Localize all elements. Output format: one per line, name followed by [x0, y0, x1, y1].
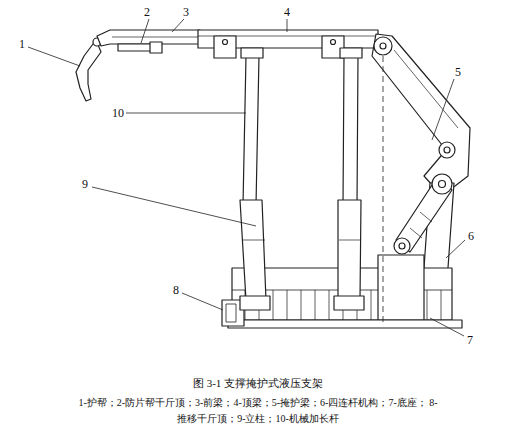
extension-rod	[243, 56, 259, 205]
leader-line	[28, 47, 80, 66]
callout-number: 9	[82, 177, 88, 192]
callout-number: 6	[468, 229, 474, 244]
leader-line	[92, 187, 256, 226]
callout-number: 5	[455, 65, 461, 80]
leader-line	[126, 113, 246, 114]
center-line	[383, 56, 384, 322]
callout-number: 7	[467, 333, 473, 348]
figure-caption: 图 3-1 支撑掩护式液压支架	[193, 376, 323, 391]
face-guard	[76, 40, 101, 101]
callout-number: 4	[284, 5, 290, 20]
rear-column	[338, 200, 361, 300]
callout-number: 8	[173, 283, 179, 298]
leader-line	[430, 318, 464, 336]
rear-column-rod	[343, 56, 358, 205]
callout-number: 3	[183, 5, 189, 20]
leader-line	[432, 79, 454, 140]
parts-list: 1-护帮；2-防片帮千斤顶；3-前梁；4-顶梁；5-掩护梁；6-四连杆机构；7-…	[68, 395, 448, 427]
front-column	[240, 200, 266, 300]
shield-beam	[372, 34, 470, 196]
callout-number: 2	[144, 5, 150, 20]
leader-line	[182, 293, 223, 310]
leader-line	[446, 240, 465, 258]
callout-number: 10	[112, 106, 124, 121]
callout-number: 1	[19, 37, 25, 52]
leader-line	[287, 19, 288, 32]
leader-line	[172, 19, 184, 32]
leader-line	[141, 19, 149, 43]
